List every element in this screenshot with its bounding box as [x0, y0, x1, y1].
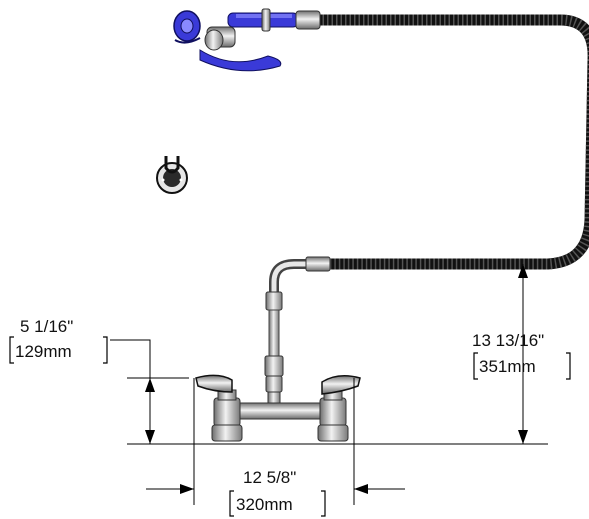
hose-height-metric-label: 351mm — [479, 357, 536, 376]
width-imperial-label: 12 5/8" — [243, 468, 296, 487]
flexible-hose — [312, 14, 589, 270]
dimension-arrowheads — [145, 264, 528, 494]
pre-rinse-spray-valve — [173, 8, 321, 72]
dimension-brackets — [9, 336, 571, 517]
riser-tube — [264, 256, 331, 407]
deck-mount-body — [211, 389, 349, 442]
height-imperial-label: 5 1/16" — [20, 317, 73, 336]
wall-hook — [156, 156, 188, 194]
left-lever-handle — [195, 374, 233, 393]
height-metric-label: 129mm — [15, 342, 72, 361]
hose-height-imperial-label: 13 13/16" — [472, 331, 544, 350]
width-metric-label: 320mm — [236, 495, 293, 514]
right-lever-handle — [321, 375, 361, 395]
